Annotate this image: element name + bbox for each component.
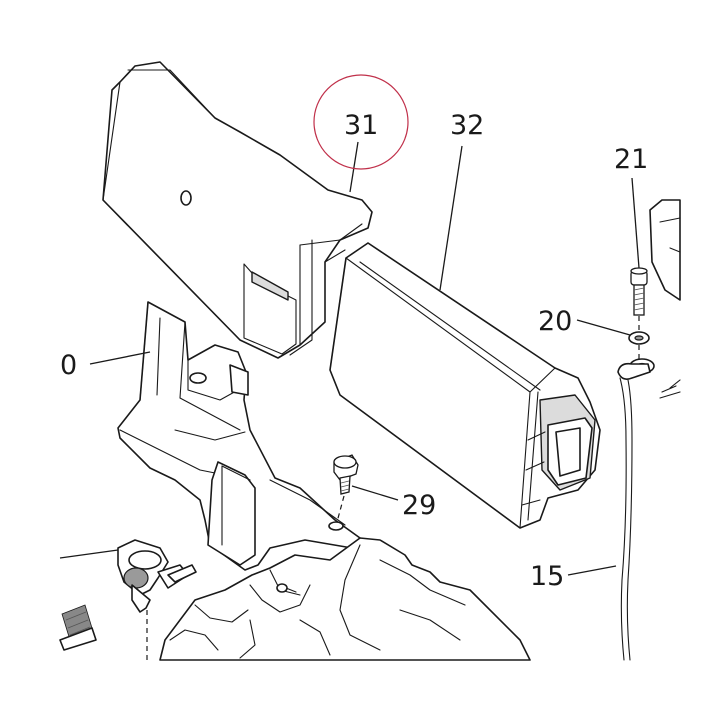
leader-31: [349, 141, 359, 193]
clip-fastener: [59, 604, 97, 651]
part-15-ground-wire[interactable]: [617, 362, 651, 661]
leader-20: [576, 319, 631, 336]
callout-15: 15: [530, 561, 564, 592]
grommet-clip[interactable]: [117, 539, 197, 613]
callout-21: 21: [614, 144, 648, 175]
right-edge-part: [649, 199, 681, 399]
lower-housing: [159, 537, 531, 661]
callout-31: 31: [344, 110, 378, 141]
callout-32: 32: [450, 110, 484, 141]
part-32-module-box[interactable]: [329, 242, 601, 529]
callout-30-partial: 0: [60, 350, 77, 381]
leader-32: [439, 145, 463, 291]
part-31-cover[interactable]: [102, 61, 373, 359]
part-30-bracket[interactable]: [117, 301, 361, 571]
screw-axis: [336, 495, 345, 523]
leader-29: [351, 485, 399, 501]
part-21-bolt[interactable]: [630, 267, 648, 316]
mounting-hole: [180, 190, 192, 206]
highlight-ring-31: [313, 74, 409, 170]
callout-29: 29: [402, 490, 436, 521]
leader-grommet: [59, 549, 119, 559]
callout-20: 20: [538, 306, 572, 337]
part-29-screw[interactable]: [333, 454, 359, 495]
leader-15: [567, 565, 617, 576]
leader-21: [631, 177, 640, 269]
leader-30: [89, 351, 151, 365]
